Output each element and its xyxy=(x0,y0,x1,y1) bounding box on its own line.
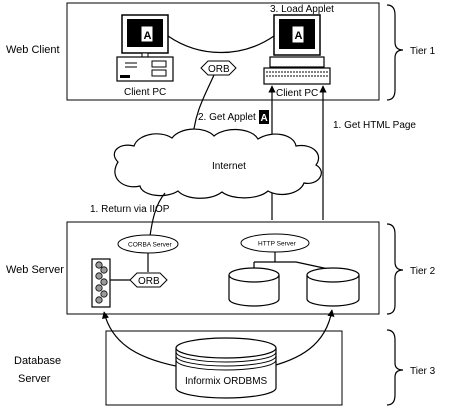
db-to-stack-curve xyxy=(102,311,187,369)
return-iiop-label: 1. Return via IIOP xyxy=(90,204,170,215)
client-pc-right: A xyxy=(263,14,331,85)
database-server-label-line2: Server xyxy=(18,373,51,385)
web-client-box xyxy=(66,2,380,101)
orb-top-shape xyxy=(200,60,237,76)
applet-glyph-left: A xyxy=(144,30,152,42)
corba-server-label: CORBA Server xyxy=(128,242,173,249)
tier2-label: Tier 2 xyxy=(410,266,436,277)
tier1-label: Tier 1 xyxy=(410,46,436,57)
return-iiop-path xyxy=(149,192,166,237)
get-applet-label: 2. Get Applet xyxy=(198,112,256,123)
applet-glyph-right: A xyxy=(295,30,303,42)
orb-mid-label: ORB xyxy=(138,276,160,287)
client-pc-right-label: Client PC xyxy=(276,88,318,99)
applet-badge xyxy=(259,110,269,124)
applet-badge-glyph: A xyxy=(261,113,268,124)
load-applet-label: 3. Load Applet xyxy=(270,4,334,15)
orb-top-label: ORB xyxy=(208,64,230,75)
tier3-label: Tier 3 xyxy=(410,366,436,377)
orb-mid-shape xyxy=(129,272,168,288)
http-server-label: HTTP Server xyxy=(258,241,297,248)
client-to-client-arc xyxy=(167,35,275,53)
informix-cylinder xyxy=(175,337,277,399)
web-server-label: Web Server xyxy=(6,264,64,276)
disk-left xyxy=(228,267,280,307)
client-pc-left-label: Client PC xyxy=(124,87,166,98)
client-pc-left: A xyxy=(116,14,174,82)
disk-right xyxy=(306,267,360,307)
informix-label: Informix ORDBMS xyxy=(185,376,268,387)
database-server-label-line1: Database xyxy=(14,355,61,367)
object-stack xyxy=(91,258,111,308)
tier2-brace xyxy=(386,223,404,315)
internet-cloud xyxy=(113,128,322,199)
web-client-label: Web Client xyxy=(6,44,60,56)
tier3-brace xyxy=(386,329,404,406)
get-html-label: 1. Get HTML Page xyxy=(333,120,416,131)
internet-label: Internet xyxy=(212,161,246,172)
tier1-brace xyxy=(386,4,404,101)
